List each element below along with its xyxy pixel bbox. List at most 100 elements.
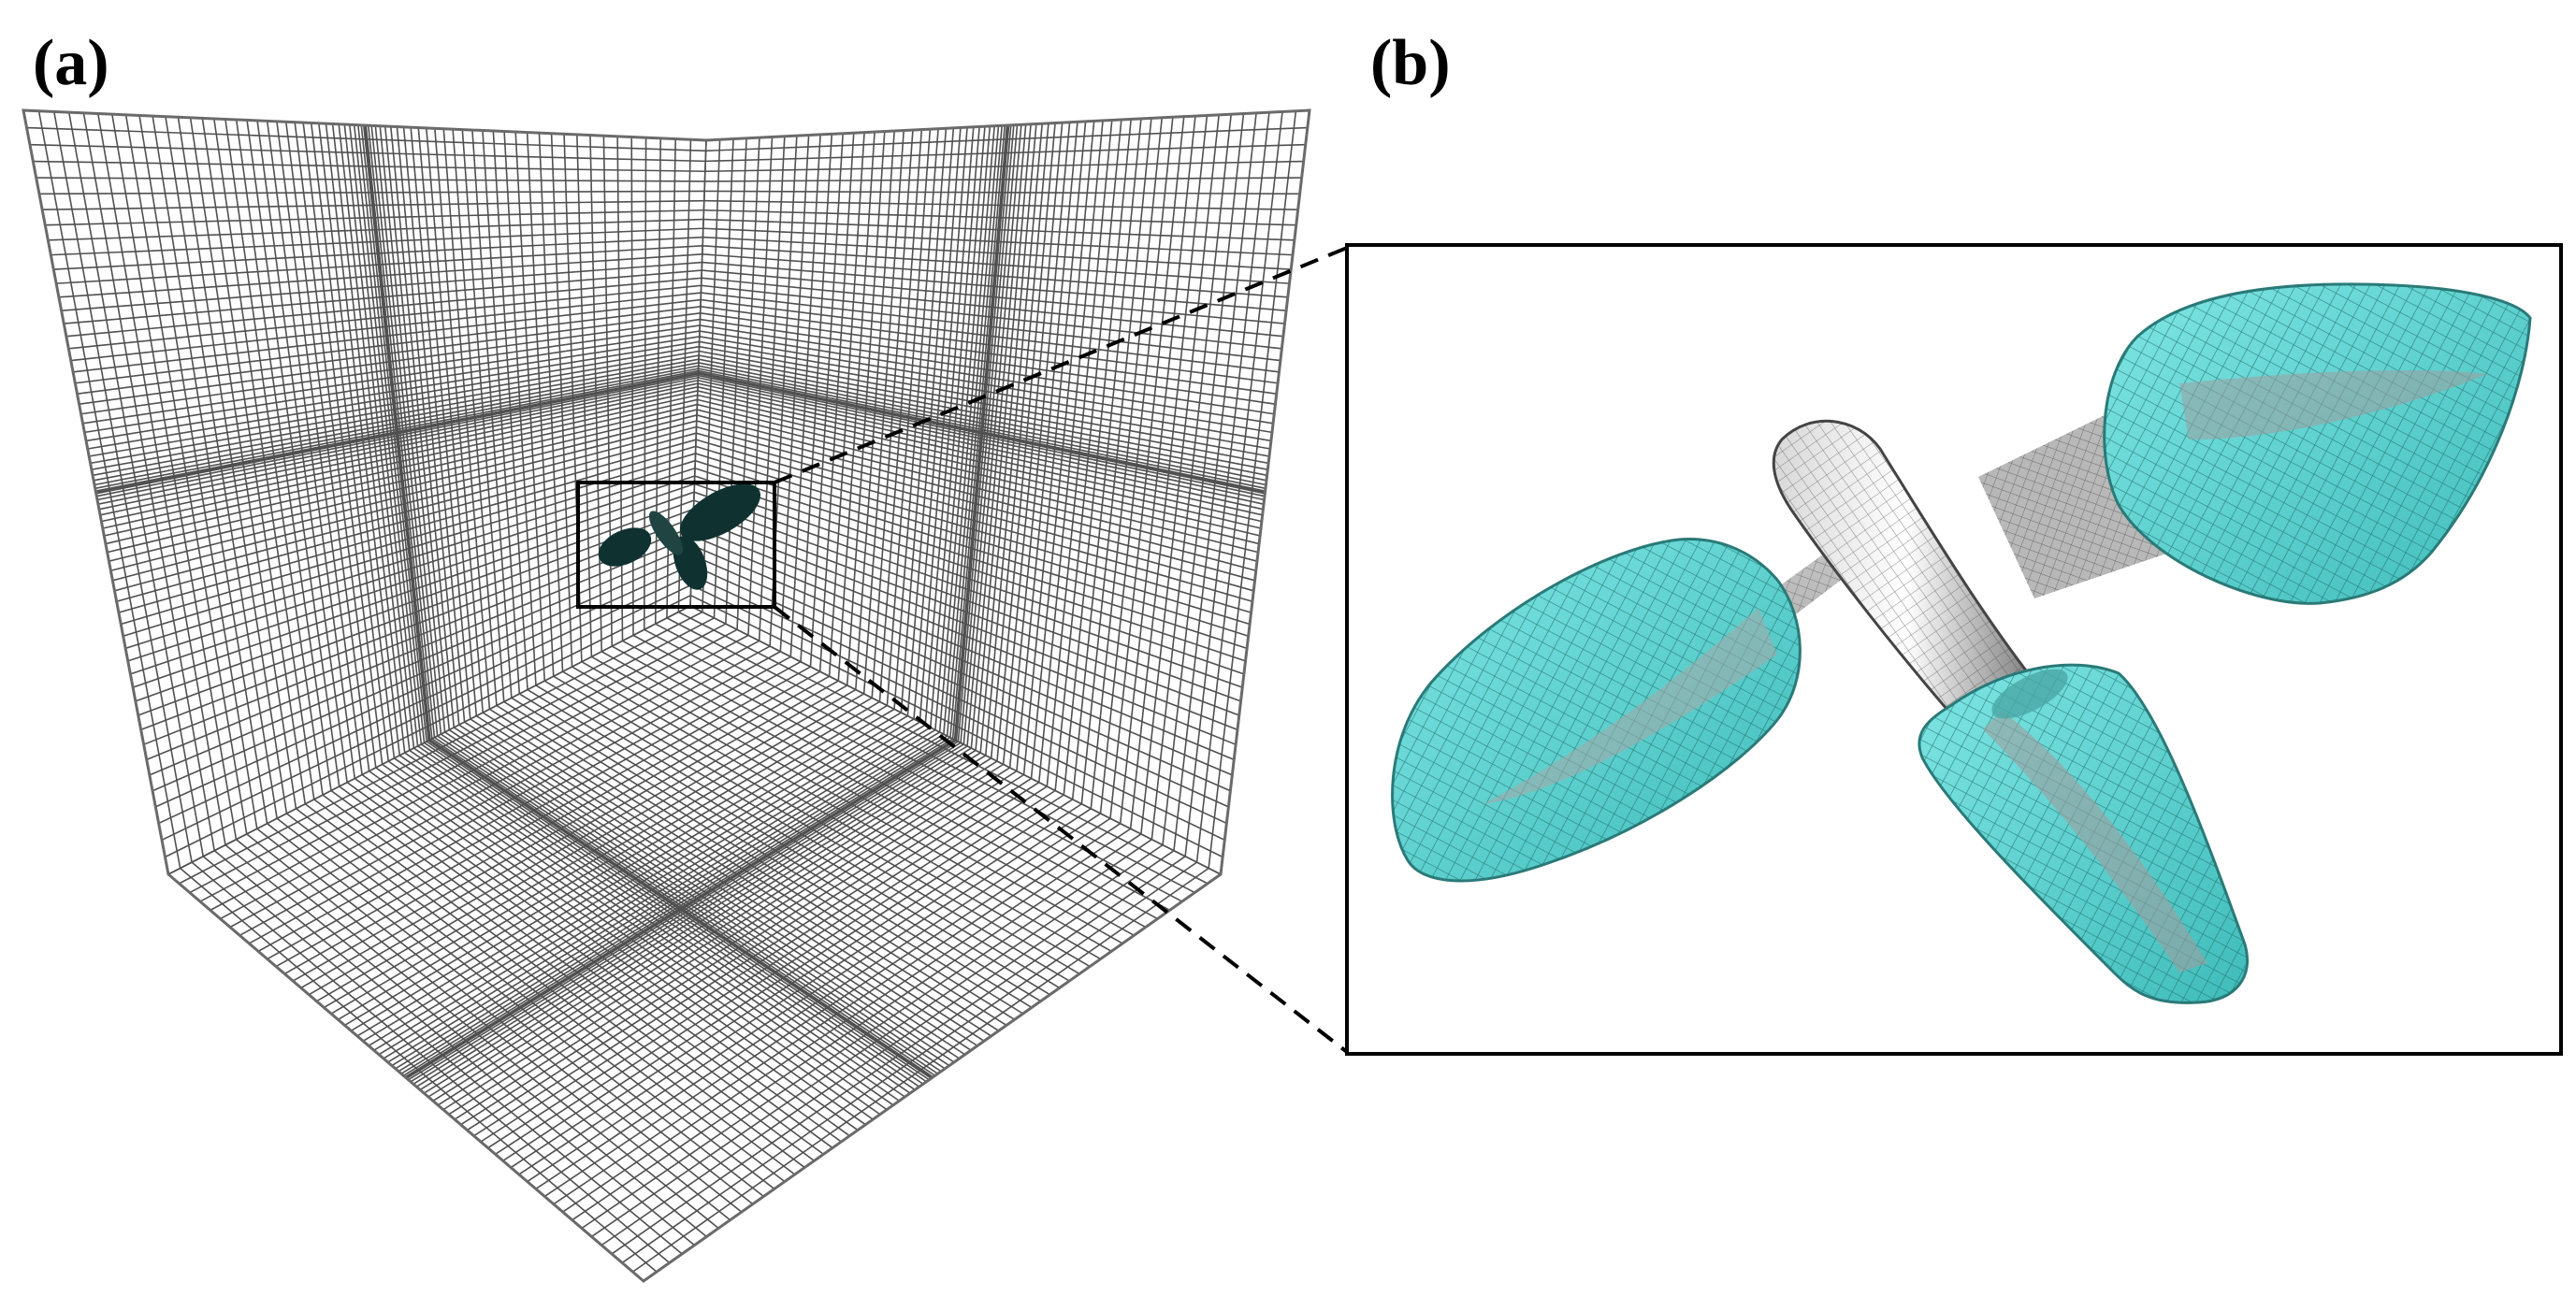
mesh-line (699, 330, 1274, 425)
mesh-line (700, 312, 1277, 395)
mesh-line (275, 666, 811, 968)
mesh-line (696, 420, 1256, 572)
blade-bottom (1918, 663, 2250, 1004)
mesh-line (697, 398, 1261, 537)
mesh-line (161, 583, 692, 842)
mesh-line (300, 680, 839, 989)
mesh-line (698, 354, 1269, 465)
mesh-line (454, 767, 1011, 1120)
mesh-line (373, 721, 920, 1051)
mesh-line (68, 284, 702, 350)
mesh-line (356, 712, 902, 1037)
mesh-line (705, 126, 1308, 152)
mesh-line (702, 253, 1288, 298)
mesh-line (460, 770, 1018, 1126)
mesh-line (695, 439, 1253, 603)
mesh-line (33, 160, 705, 173)
mesh-line (104, 398, 698, 537)
mesh-line (350, 708, 895, 1031)
mesh-line (80, 324, 701, 415)
mesh-line (495, 789, 1056, 1156)
mesh-line (702, 236, 1292, 270)
mesh-line (704, 160, 1304, 173)
mesh-line (553, 823, 1122, 1205)
mesh-line (48, 218, 704, 241)
mesh-line (510, 799, 1074, 1169)
panel-b-label: (b) (1370, 27, 1451, 99)
mesh-line (699, 350, 1270, 457)
mesh-line (448, 763, 1005, 1116)
mesh-line (693, 508, 1240, 716)
mesh-line (179, 611, 703, 885)
panel-b: (b) (1345, 27, 2563, 1056)
mesh-line (87, 345, 700, 450)
panel-a: (a) (22, 27, 1311, 1283)
mesh-line (404, 739, 955, 1078)
mesh-line (432, 755, 987, 1102)
mesh-line (697, 382, 1264, 511)
mesh-line (693, 491, 1243, 688)
mesh-line (135, 499, 695, 702)
mesh-line (699, 340, 1272, 442)
mesh-line (591, 843, 1164, 1238)
mesh-line (112, 425, 697, 582)
mesh-line (572, 833, 1142, 1221)
mesh-line (562, 828, 1132, 1213)
mesh-line (423, 749, 977, 1094)
mesh-line (693, 499, 1241, 702)
mesh-line (601, 850, 1175, 1246)
mesh-line (696, 409, 1259, 554)
mesh-line (53, 236, 703, 270)
mesh-line (102, 394, 698, 529)
mesh-line (704, 177, 1302, 182)
mesh-line (611, 856, 1186, 1255)
mesh-line (101, 390, 699, 523)
mesh-line (127, 475, 695, 662)
mesh-line (73, 298, 702, 373)
mesh-line (700, 318, 1276, 405)
mesh-line (51, 227, 703, 256)
mesh-line (427, 752, 981, 1098)
mesh-line (26, 126, 706, 152)
mesh-line (387, 728, 936, 1063)
mesh-line (691, 554, 1231, 792)
mesh-line (696, 414, 1258, 562)
zoom-box (576, 481, 776, 609)
mesh-line (691, 564, 1229, 808)
mesh-line (323, 693, 865, 1009)
mesh-line (96, 377, 699, 501)
mesh-line (415, 745, 968, 1088)
mesh-line (38, 190, 705, 195)
mesh-line (220, 634, 749, 920)
mesh-line (146, 535, 693, 761)
mesh-line (257, 656, 791, 953)
mesh-line (61, 261, 702, 311)
mesh-line (699, 336, 1273, 434)
mesh-line (502, 794, 1064, 1162)
mesh-line (70, 292, 702, 362)
mesh-line (543, 817, 1111, 1198)
mesh-line (95, 373, 699, 495)
domain-face-right (689, 109, 1310, 875)
mesh-line (94, 369, 699, 490)
mesh-line (149, 544, 693, 776)
mesh-line (701, 292, 1281, 362)
mesh-line (694, 467, 1248, 650)
mesh-line (410, 742, 962, 1083)
mesh-line (118, 445, 697, 613)
mesh-line (690, 583, 1225, 842)
mesh-line (518, 803, 1082, 1175)
mesh-line (398, 735, 948, 1073)
mesh-line (467, 773, 1025, 1131)
mesh-line (94, 367, 699, 486)
domain-face-bottom (167, 605, 1222, 1282)
mesh-line (29, 143, 706, 163)
mesh-line (93, 365, 699, 482)
mesh-line (89, 350, 700, 457)
mesh-line (308, 684, 848, 996)
mesh-line (400, 737, 951, 1074)
mesh-line (697, 403, 1260, 545)
mesh-line (45, 209, 704, 226)
mesh-line (690, 594, 1223, 858)
mesh-line (419, 747, 972, 1091)
